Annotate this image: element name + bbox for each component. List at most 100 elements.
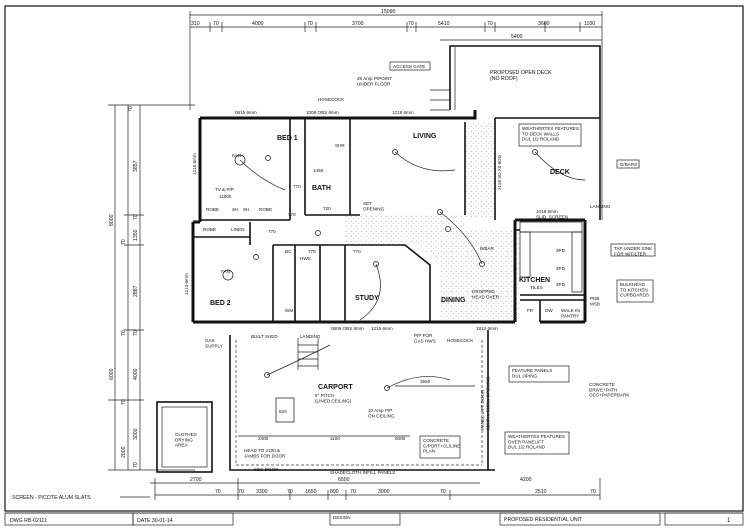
dim-bottom-2700: 2700 — [190, 477, 202, 483]
dim-left-2000: 2000 — [121, 446, 127, 458]
dim-top-310: 310 — [191, 21, 200, 27]
label-linen: LINEN — [231, 227, 245, 232]
light-icon — [445, 226, 451, 232]
drawing-border — [4, 5, 744, 512]
open-deck: PROPOSED OPEN DECK(NO ROOF) — [430, 45, 601, 220]
label-1100h: 1100h — [219, 194, 232, 199]
label-770-a: 770 — [293, 184, 301, 189]
dim-left-70g: 70 — [133, 462, 139, 468]
label-1100: 1100 — [330, 436, 340, 441]
light-icon — [264, 372, 270, 378]
dim-bottom-70a: 70 — [215, 489, 221, 495]
label-head-door: HEAD TO 2100 &JAMBS FOR DOOR — [244, 448, 286, 458]
room-bath: BATH — [312, 185, 331, 192]
label-sec-door: SEC DOOR — [254, 467, 279, 472]
dim-bottom-890: 890 — [330, 489, 339, 495]
dim-left-70c: 70 — [121, 239, 127, 245]
label-6000: 6000 — [395, 436, 406, 441]
label-hosecock-top: HOSECOCK — [318, 97, 345, 102]
dim-left-8000: 8000 — [109, 214, 115, 226]
dim-bottom-70d: 70 — [350, 489, 356, 495]
dim-left-3857: 3857 — [133, 160, 139, 172]
dim-top-overall: 15090 — [381, 9, 396, 15]
label-landing-deck: LANDING — [590, 204, 611, 209]
fan-icon — [234, 154, 246, 166]
label-dining-door: 1812 6mm — [476, 326, 498, 331]
label-bed1-side: 1215 6mm — [192, 153, 197, 175]
dim-top-3600: 3600 — [538, 21, 550, 27]
top-dimensions: 15090 310 70 4000 70 3700 70 5410 70 360… — [189, 9, 603, 220]
dim-bottom-70c: 70 — [238, 489, 244, 495]
room-deck: DECK — [550, 169, 570, 176]
room-bed2: BED 2 — [210, 300, 231, 307]
label-fan-bed2: FAN — [221, 269, 230, 274]
label-landing-carport: LANDING — [300, 334, 321, 339]
light-icon — [373, 261, 379, 267]
dim-left-70b: 70 — [133, 214, 139, 220]
label-wm: WM — [285, 308, 293, 313]
label-open-deck: PROPOSED OPEN DECK(NO ROOF) — [490, 70, 552, 82]
dim-bottom-1650: 1650 — [305, 489, 317, 495]
room-dining: DINING — [441, 297, 466, 304]
label-hosecock-mid: HOSECOCK — [447, 338, 474, 343]
dim-top-5410: 5410 — [438, 21, 450, 27]
label-d-bars: D/BARS — [620, 162, 637, 167]
dim-left-1350: 1350 — [133, 229, 139, 241]
label-fan-bed1: FAN — [232, 153, 241, 158]
label-770-c: 770 — [268, 229, 276, 234]
label-bc: BC — [285, 249, 292, 254]
dim-left-6000: 6000 — [109, 368, 115, 380]
label-built-shed: BUILT SHED — [251, 334, 278, 339]
dim-left-70f: 70 — [121, 399, 127, 405]
label-3550: 3550 — [420, 379, 431, 384]
light-icon — [479, 261, 485, 267]
dim-top-4000: 4000 — [252, 21, 264, 27]
dim-bottom-4200: 4200 — [520, 477, 532, 483]
label-770-e: 770 — [353, 249, 361, 254]
dim-top-1100: 1100 — [584, 21, 595, 27]
light-icon — [532, 149, 538, 155]
bottom-dimensions: 2700 6500 4200 70 3300 70 1650 890 3000 … — [12, 477, 601, 501]
label-window-living: 1218 6mm — [392, 110, 414, 115]
title-project: PROPOSED RESIDENTIAL UNIT — [504, 517, 583, 523]
dim-bottom-70f: 70 — [590, 489, 596, 495]
room-bed1: BED 1 — [277, 135, 298, 142]
label-study-window: 0606 OBS 6mm — [331, 326, 364, 331]
dim-left-4000: 4000 — [133, 368, 139, 380]
label-carport-pitch: 5° PITCH(LINED CEILING) — [315, 393, 352, 403]
title-sheet: 1 — [727, 518, 731, 524]
label-770-d: 770 — [308, 249, 316, 254]
label-bed2-side: 1213 6mm — [184, 273, 189, 295]
room-carport: CARPORT — [318, 384, 353, 391]
label-dw: DW — [545, 308, 553, 313]
room-living: LIVING — [413, 133, 437, 140]
dim-top-3700: 3700 — [352, 21, 364, 27]
label-vanity: 1450 — [313, 168, 324, 173]
dim-top-70b: 70 — [307, 21, 313, 27]
dim-left-2887: 2887 — [133, 285, 139, 297]
label-access-gate: ACCESS GATE — [393, 64, 425, 69]
label-robe-bed1b: ROBE — [259, 207, 272, 212]
dim-bottom-6500: 6500 — [338, 477, 350, 483]
dim-bottom-3300: 3300 — [256, 489, 268, 495]
dim-bottom-2510: 2510 — [535, 489, 547, 495]
room-study: STUDY — [355, 295, 379, 302]
title-dwg: DWG RB-02111 — [10, 518, 47, 524]
dim-top-5400: 5400 — [511, 34, 523, 40]
dim-top-70d: 70 — [487, 21, 493, 27]
electrical-fixtures — [222, 149, 586, 391]
